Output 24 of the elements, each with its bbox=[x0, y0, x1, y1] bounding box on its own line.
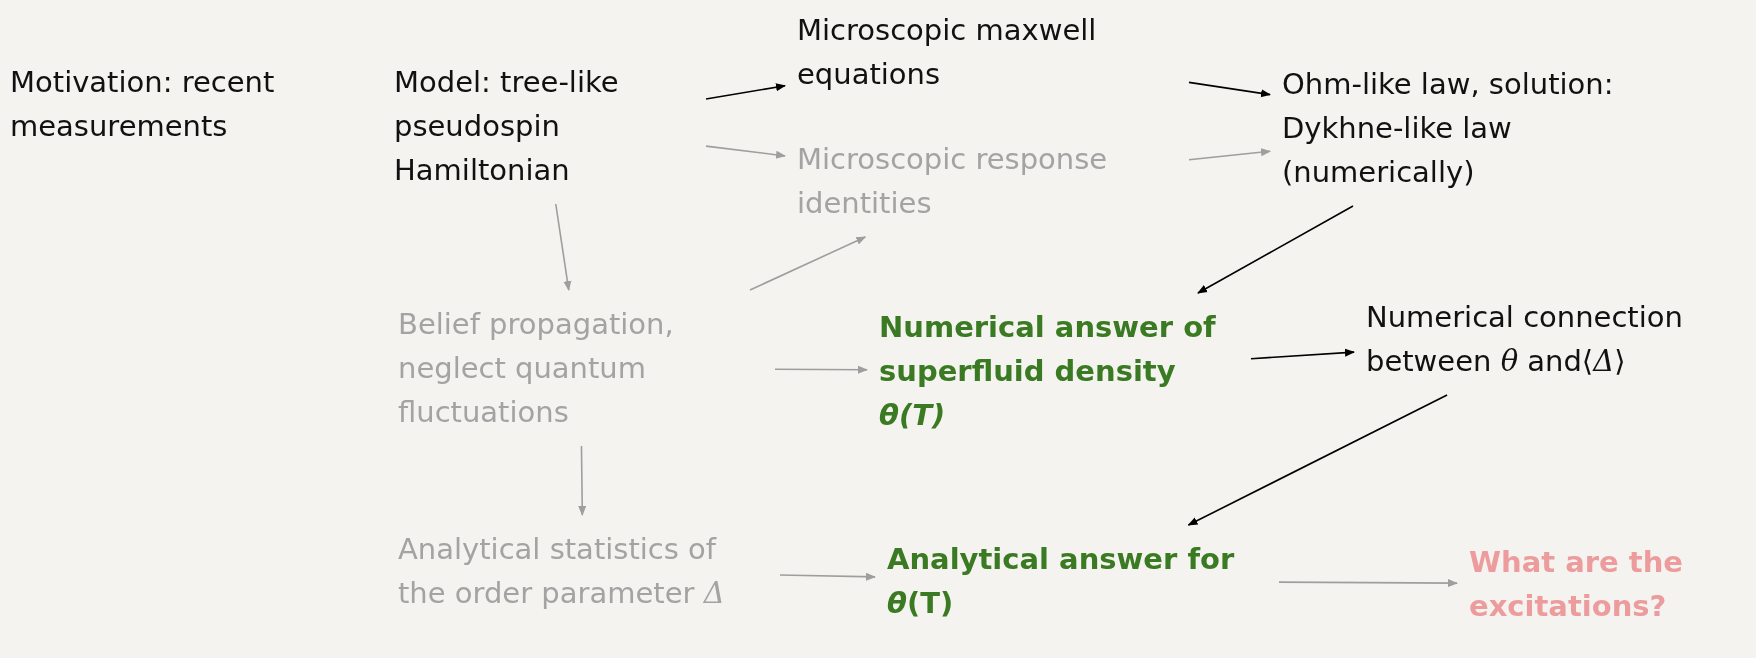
step-text: Microscopic response identities bbox=[797, 137, 1177, 225]
arrow bbox=[1197, 205, 1354, 294]
arrow bbox=[705, 145, 786, 159]
step-text: Analytical statistics of the order parameter Δ bbox=[398, 527, 768, 615]
step-text: Analytical answer for θ(T) bbox=[887, 537, 1267, 625]
step-text: Numerical answer of superfluid density θ(T) bbox=[879, 305, 1239, 437]
step-text: Belief propagation, neglect quantum fluctuations bbox=[398, 302, 763, 434]
arrow bbox=[705, 83, 786, 100]
arrow bbox=[774, 365, 868, 374]
arrow bbox=[1187, 394, 1448, 526]
arrow bbox=[749, 236, 867, 291]
step-text: Numerical connection between θ and⟨Δ⟩ bbox=[1366, 295, 1751, 383]
step-text: What are the excitations? bbox=[1469, 540, 1749, 628]
step-text: Microscopic maxwell equations bbox=[797, 8, 1177, 96]
arrow bbox=[1188, 81, 1271, 98]
arrow bbox=[1278, 579, 1458, 588]
arrow bbox=[554, 203, 572, 291]
step-text: Model: tree-like pseudospin Hamiltonian bbox=[394, 60, 694, 192]
arrow bbox=[578, 445, 587, 516]
step-text: Ohm-like law, solution: Dykhne-like law (numerically) bbox=[1282, 62, 1702, 194]
arrow bbox=[1188, 148, 1271, 161]
arrow bbox=[1250, 348, 1355, 360]
step-text: Motivation: recent measurements bbox=[10, 60, 310, 148]
arrow bbox=[779, 572, 876, 581]
